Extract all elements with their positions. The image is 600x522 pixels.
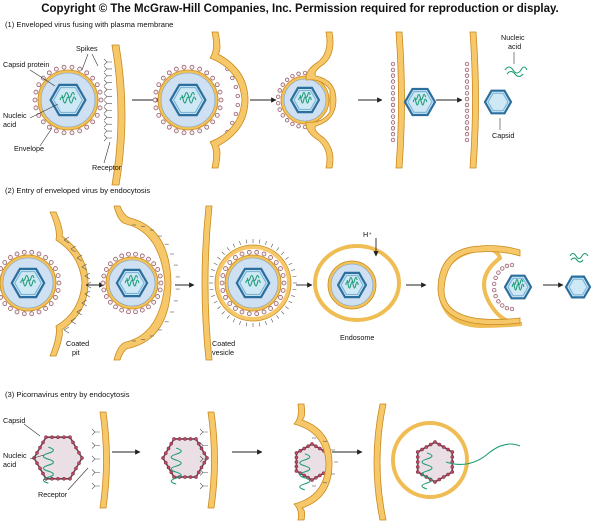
- label-spikes: Spikes: [76, 44, 98, 53]
- clathrin-coat: [63, 236, 92, 334]
- picornavirus: [32, 435, 84, 484]
- section-1-title: (1) Enveloped virus fusing with plasma m…: [5, 20, 173, 29]
- label-capsid-protein: Capsid protein: [3, 60, 49, 69]
- uncoated-capsid: [564, 275, 592, 299]
- nucleic-acid-icon: [124, 279, 140, 287]
- uncoated-capsid: [483, 89, 513, 115]
- plasma-membrane: [207, 411, 218, 509]
- membrane-engulfing: [293, 403, 333, 521]
- coated-vesicle: [209, 239, 297, 327]
- virus-fusing: [276, 70, 330, 130]
- nucleic-acid-icon: [412, 98, 428, 106]
- nucleic-acid-icon: [20, 279, 36, 287]
- nucleic-acid-icon: [170, 447, 182, 485]
- capsid-icon: [483, 89, 513, 115]
- capsid-icon: [49, 83, 87, 117]
- nucleic-acid-icon: [59, 96, 77, 104]
- label-pit: pit: [72, 348, 80, 357]
- label-capsid: Capsid: [3, 416, 25, 425]
- nucleic-acid-icon: [42, 446, 54, 484]
- section-3-title: (3) Picornavirus entry by endocytosis: [5, 390, 130, 399]
- capsid-icon: [336, 271, 368, 299]
- released-nucleic-acid-icon: [569, 252, 589, 263]
- membrane-fusion: [305, 31, 337, 169]
- capsid-icon: [115, 268, 149, 298]
- enveloped-virus: [0, 249, 62, 317]
- label-released-acid: acid: [508, 42, 521, 51]
- released-capsid: [503, 274, 533, 300]
- released-capsid: [403, 87, 437, 117]
- capsid-icon: [403, 87, 437, 117]
- virus-in-endosome: [327, 260, 377, 310]
- virus-binding: [152, 57, 240, 144]
- section-1-panel: Spikes Capsid protein Nucleic acid Envel…: [3, 31, 528, 186]
- membrane-receptors: [91, 428, 100, 490]
- label-capsid: Capsid: [492, 131, 514, 140]
- label-proton: H⁺: [363, 230, 372, 239]
- nucleic-acid-icon: [245, 279, 261, 287]
- nucleic-acid-icon: [299, 453, 311, 491]
- label-nucleic-acid: Nucleic: [3, 111, 27, 120]
- released-nucleic-acid-icon: [504, 66, 528, 78]
- section-2-panel: Coated pit Coated vesicle H⁺ Endosome: [0, 205, 592, 361]
- membrane-receptors: [103, 58, 112, 142]
- coated-pit-membrane: [49, 211, 89, 357]
- spikes-in-membrane: [390, 61, 396, 143]
- released-rna-icon: [445, 443, 521, 465]
- capsid-icon: [503, 274, 533, 300]
- label-acid: acid: [3, 460, 16, 469]
- label-envelope: Envelope: [14, 144, 44, 153]
- virus-in-pit: [100, 251, 164, 315]
- clathrin-coat: [132, 224, 180, 342]
- spikes-in-membrane: [464, 61, 470, 143]
- nucleic-acid-icon: [421, 452, 433, 490]
- nucleic-acid-icon: [511, 283, 525, 291]
- capsid-icon: [235, 267, 271, 299]
- membrane-receptors: [312, 437, 338, 487]
- capsid-icon: [289, 86, 321, 114]
- plasma-membrane: [201, 205, 213, 361]
- plasma-membrane: [111, 44, 126, 186]
- label-nucleic-acid: Nucleic: [3, 451, 27, 460]
- membrane-after-fusion: [469, 31, 479, 169]
- fused-membrane: [395, 31, 405, 169]
- nucleic-acid-icon: [345, 281, 359, 289]
- plasma-membrane: [99, 411, 110, 509]
- label-vesicle: vesicle: [212, 348, 234, 357]
- nucleic-acid-icon: [179, 96, 197, 104]
- label-released-nucleic: Nucleic: [501, 33, 525, 42]
- copyright-notice: Copyright © The McGraw-Hill Companies, I…: [41, 3, 559, 15]
- invaginating-membrane: [113, 205, 172, 361]
- membrane-receptors: [199, 428, 208, 490]
- label-receptor: Receptor: [92, 163, 122, 172]
- nucleic-acid-icon: [298, 96, 312, 104]
- picornavirus-capsid-icon: [33, 436, 83, 480]
- label-receptor: Receptor: [38, 490, 68, 499]
- endosome-outer: [437, 245, 521, 325]
- label-coated-vesicle: Coated: [212, 339, 235, 348]
- enveloped-virus: [32, 64, 104, 136]
- label-endosome: Endosome: [340, 333, 374, 342]
- label-acid: acid: [3, 120, 16, 129]
- capsid-icon: [10, 267, 46, 299]
- label-coated-pit: Coated: [66, 339, 89, 348]
- section-3-panel: Capsid Nucleic acid Receptor: [3, 403, 521, 521]
- section-2-title: (2) Entry of enveloped virus by endocyto…: [5, 186, 150, 195]
- picornavirus-releasing: [415, 440, 455, 490]
- picornavirus-capsid-icon: [162, 438, 208, 478]
- capsid-icon: [169, 83, 207, 117]
- membrane-wrapping: [209, 31, 249, 169]
- plasma-membrane: [373, 403, 387, 521]
- fused-spikes: [492, 262, 515, 312]
